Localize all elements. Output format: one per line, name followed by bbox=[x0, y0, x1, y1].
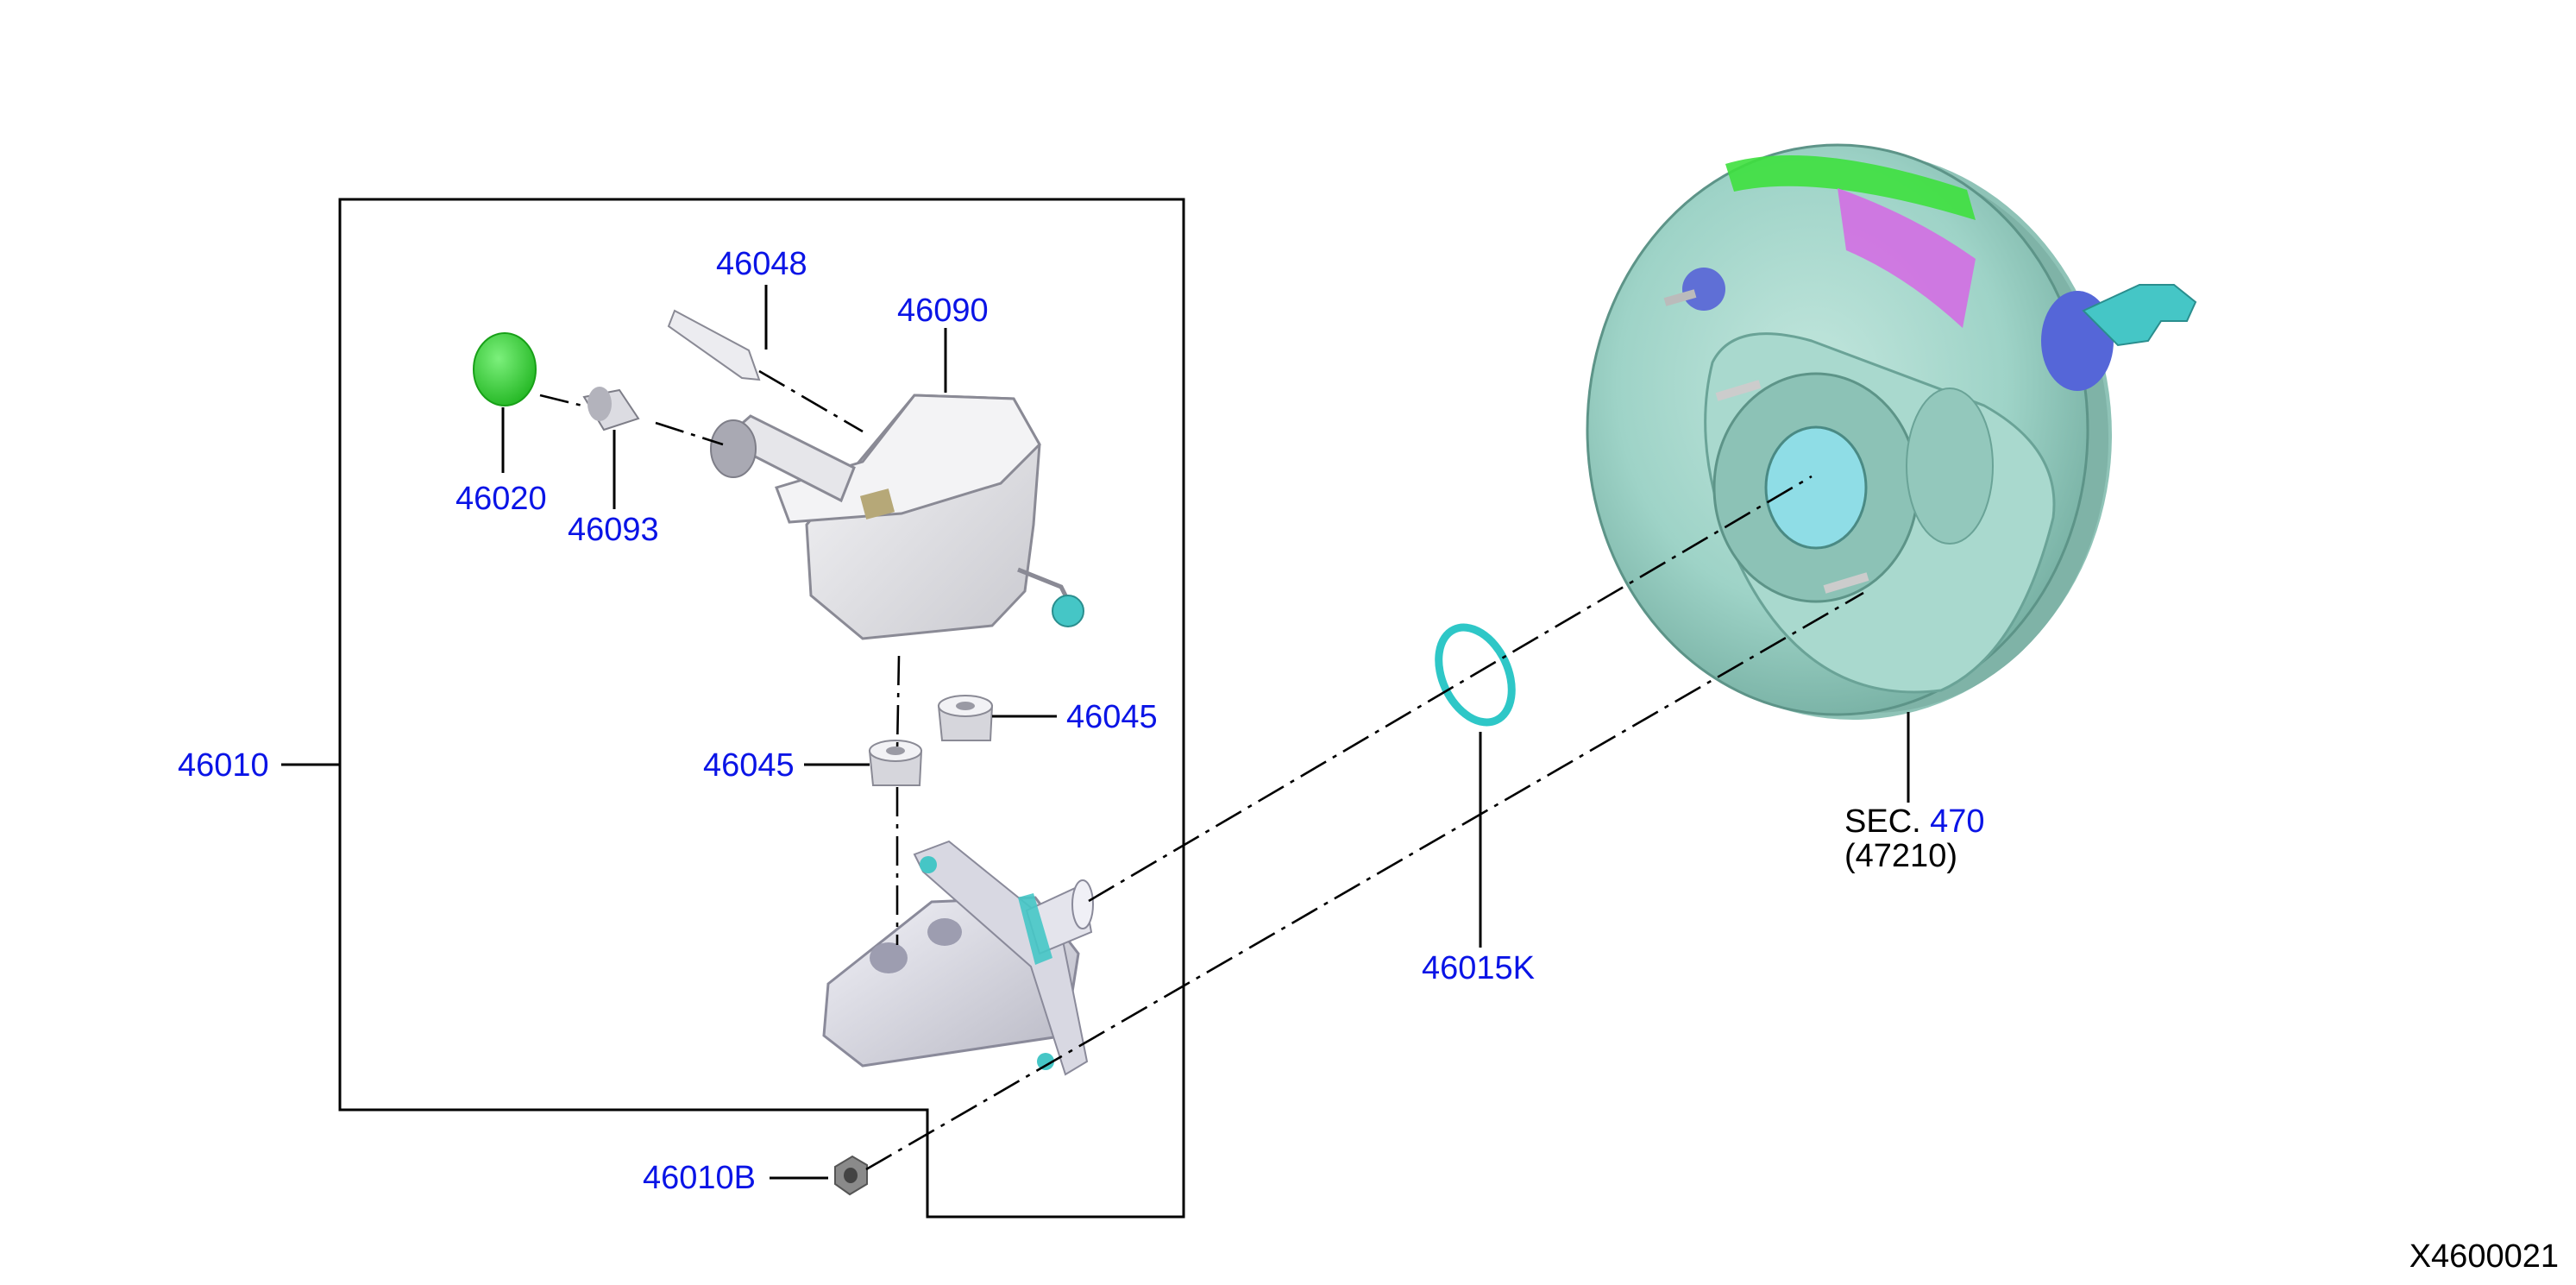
section-number[interactable]: 470 bbox=[1930, 803, 1984, 840]
master-cylinder bbox=[822, 840, 1094, 1076]
reservoir-tank bbox=[710, 394, 1084, 640]
part-number-46093[interactable]: 46093 bbox=[568, 512, 659, 548]
strainer bbox=[582, 387, 640, 431]
part-number-46020[interactable]: 46020 bbox=[456, 481, 547, 517]
leader-lines bbox=[281, 285, 1482, 1180]
part-number-46015k[interactable]: 46015K bbox=[1422, 950, 1535, 986]
part-number-46090[interactable]: 46090 bbox=[897, 293, 989, 329]
part-number-46045-right[interactable]: 46045 bbox=[1066, 699, 1158, 735]
section-prefix: SEC. bbox=[1844, 803, 1921, 840]
part-number-46010b[interactable]: 46010B bbox=[643, 1160, 756, 1196]
mounting-nut bbox=[834, 1155, 868, 1196]
assembly-lines bbox=[539, 369, 1864, 1171]
reservoir-cap bbox=[473, 332, 537, 406]
assembly-outline bbox=[338, 198, 1185, 1219]
grommet-lower bbox=[868, 740, 923, 786]
grommet-upper bbox=[937, 695, 994, 741]
section-reference: SEC. 470 bbox=[1844, 803, 1985, 840]
section-subref: (47210) bbox=[1844, 838, 1957, 874]
brake-booster bbox=[1586, 143, 2197, 803]
o-ring-seal bbox=[1435, 623, 1516, 727]
part-number-46045-left[interactable]: 46045 bbox=[703, 747, 795, 784]
figure-code: X4600021 bbox=[2410, 1238, 2559, 1275]
level-sensor bbox=[667, 309, 761, 381]
part-number-46048[interactable]: 46048 bbox=[716, 246, 807, 282]
part-number-46010[interactable]: 46010 bbox=[178, 747, 269, 784]
